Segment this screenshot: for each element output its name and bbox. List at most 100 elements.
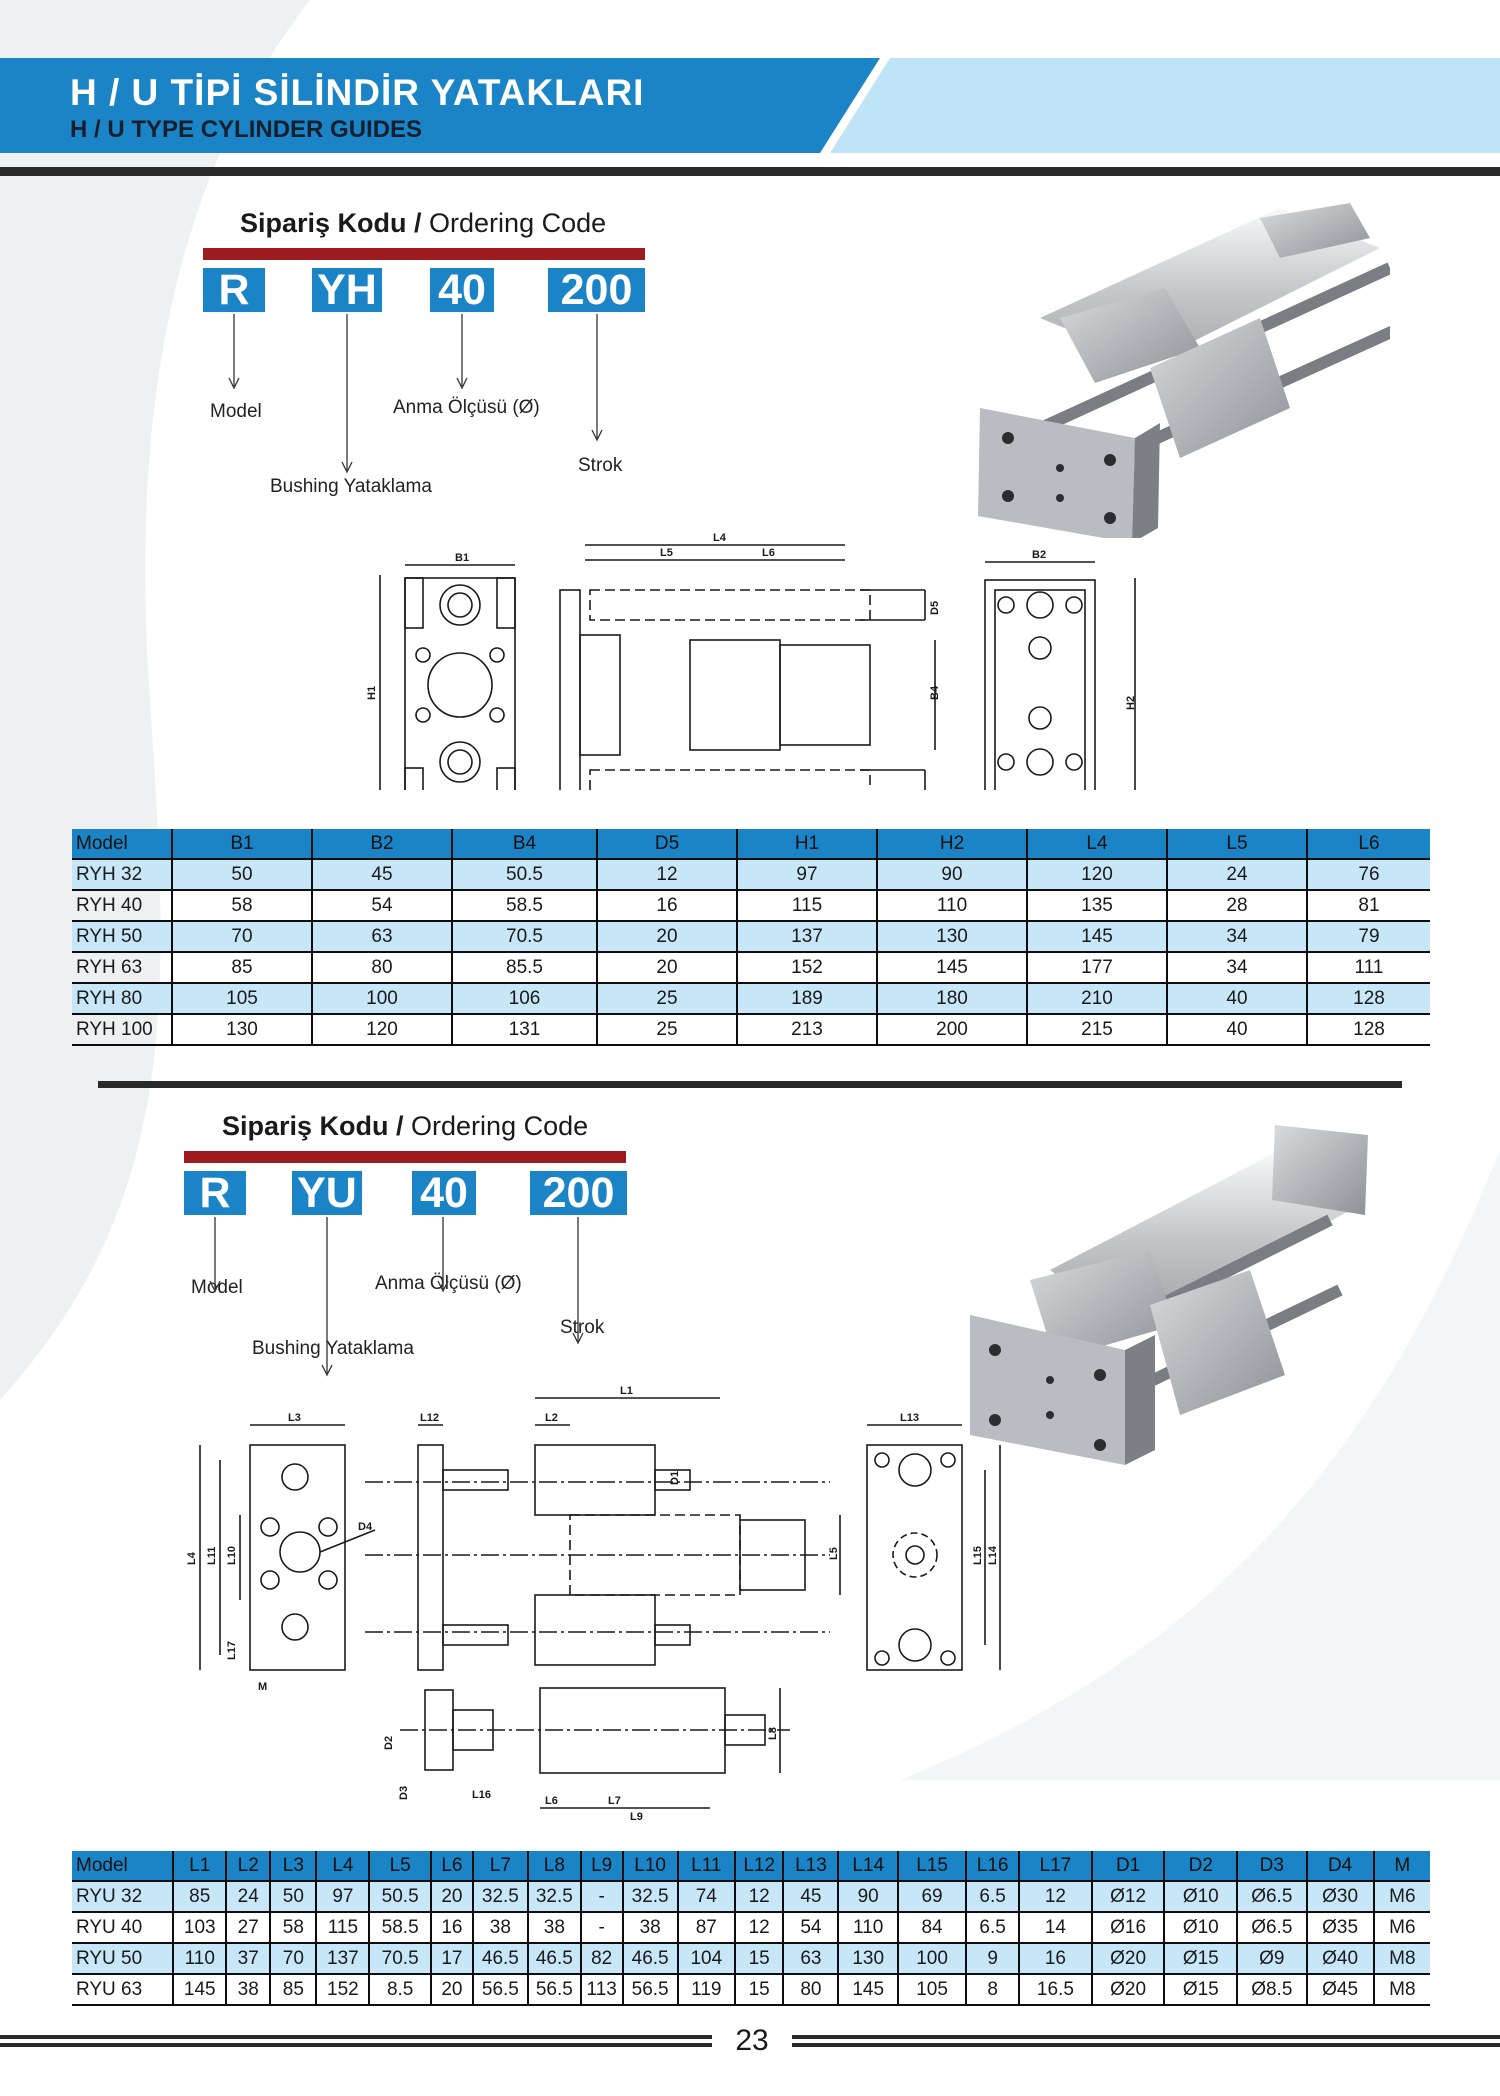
code-bushing: YH [312,268,382,312]
table-cell: 70.5 [451,920,597,952]
column-header: L5 [1166,829,1307,859]
column-header: L8 [526,1851,581,1881]
table-cell: 16 [430,1911,473,1943]
table-cell: 128 [1306,982,1430,1014]
svg-text:L8: L8 [767,1727,779,1740]
table-cell: 80 [782,1973,839,2006]
ordering-code-title: Sipariş Kodu / Ordering Code [222,1111,589,1141]
label-bushing: Bushing Yataklama [252,1338,414,1359]
svg-text:D3: D3 [398,1786,410,1800]
svg-text:B1: B1 [455,552,469,564]
column-header: L5 [368,1851,431,1881]
column-header: L15 [896,1851,967,1881]
table-cell: 12 [733,1911,784,1943]
table-cell: 111 [1306,951,1430,983]
svg-text:L7: L7 [608,1795,621,1807]
table-cell: 113 [579,1973,623,2006]
table-cell: 81 [1306,889,1430,921]
table-cell: 54 [782,1911,839,1943]
table-cell: Ø9 [1236,1942,1307,1974]
table-cell: 24 [225,1880,271,1912]
label-size: Anma Ölçüsü (Ø) [375,1273,522,1294]
page-number: 23 [735,2024,769,2057]
table-cell: 137 [736,920,877,952]
page-subtitle: H / U TYPE CYLINDER GUIDES [70,116,423,143]
table-cell: 9 [965,1942,1020,1974]
svg-text:L4: L4 [713,532,727,544]
code-bushing: YU [292,1171,362,1215]
table-cell: 8.5 [368,1973,431,2006]
table-cell: 85 [172,1880,227,1912]
table-cell: 200 [876,1013,1027,1046]
table-cell: 45 [311,858,452,890]
table-cell: 128 [1306,1013,1430,1046]
table-cell: 45 [782,1880,839,1912]
table-cell: RYH 40 [72,889,172,921]
table-cell: 104 [676,1942,735,1974]
table-cell: 56.5 [526,1973,581,2006]
svg-text:L12: L12 [420,1412,439,1424]
table-cell: 152 [315,1973,370,2006]
svg-text:H1: H1 [366,686,378,700]
footer-rule-left [0,2043,712,2047]
table-cell: 16 [1018,1942,1092,1974]
table-cell: Ø10 [1163,1880,1238,1912]
table-cell: 145 [837,1973,898,2006]
table-cell: 20 [430,1880,473,1912]
svg-text:B4: B4 [929,685,941,700]
code-stroke: 200 [530,1171,627,1215]
column-header: D5 [596,829,737,859]
column-header: H2 [876,829,1027,859]
table-cell: 20 [430,1973,473,2006]
svg-text:D5: D5 [929,601,941,615]
table-cell: 6.5 [965,1911,1020,1943]
table-cell: Ø15 [1163,1973,1238,2006]
table-cell: 215 [1026,1013,1167,1046]
column-header: D2 [1163,1851,1238,1881]
table-cell: 130 [876,920,1027,952]
table-cell: 17 [430,1942,473,1974]
table-cell: 103 [172,1911,227,1943]
table-cell: M8 [1372,1942,1430,1974]
table-cell: Ø15 [1163,1942,1238,1974]
table-cell: 110 [172,1942,227,1974]
table-cell: 70 [269,1942,317,1974]
table-cell: 40 [1166,982,1307,1014]
table-cell: 37 [225,1942,271,1974]
svg-text:L5: L5 [828,1547,840,1560]
column-header: L6 [430,1851,473,1881]
svg-text:L16: L16 [472,1789,491,1801]
table-cell: - [579,1880,623,1912]
table-cell: 120 [311,1013,452,1046]
svg-text:L1: L1 [620,1385,633,1397]
table-cell: 85.5 [451,951,597,983]
column-header: L1 [172,1851,227,1881]
table-cell: 85 [171,951,312,983]
table-cell: 50.5 [451,858,597,890]
table-cell: RYH 100 [72,1013,172,1046]
table-cell: M6 [1372,1911,1430,1943]
table-cell: 70 [171,920,312,952]
table-cell: 32.5 [526,1880,581,1912]
table-cell: Ø6.5 [1236,1880,1307,1912]
table-cell: M6 [1372,1880,1430,1912]
table-cell: 25 [596,982,737,1014]
column-header: L13 [782,1851,839,1881]
table-cell: 90 [876,858,1027,890]
table-cell: 137 [315,1942,370,1974]
svg-text:L10: L10 [226,1546,238,1565]
table-cell: 177 [1026,951,1167,983]
table-cell: 12 [1018,1880,1092,1912]
svg-text:D2: D2 [383,1736,395,1750]
table-cell: 82 [579,1942,623,1974]
column-header: L4 [315,1851,370,1881]
svg-text:D4: D4 [358,1521,373,1533]
table-cell: 38 [471,1911,528,1943]
product-photo-ryu [970,1125,1368,1465]
